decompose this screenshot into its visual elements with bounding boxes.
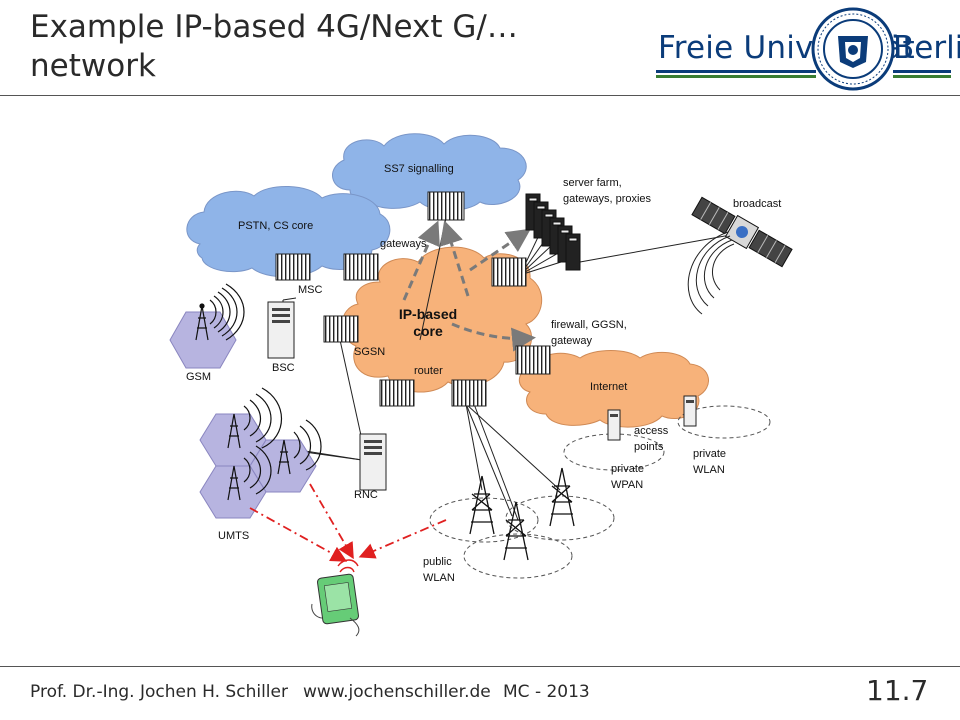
server-farm-icon — [525, 193, 581, 271]
label-private-wlan-2: WLAN — [693, 464, 725, 476]
footer-website: www.jochenschiller.de — [303, 682, 491, 702]
label-pstn: PSTN, CS core — [238, 220, 313, 232]
footer-course: MC - 2013 — [503, 682, 590, 702]
satellite-icon — [691, 196, 793, 268]
broadcast-waves-icon — [687, 231, 735, 315]
ss7-cloud — [332, 133, 527, 211]
label-rnc: RNC — [354, 489, 378, 501]
label-access-2: points — [634, 441, 664, 453]
msc-node — [275, 253, 311, 281]
label-router: router — [414, 365, 443, 377]
label-access-1: access — [634, 425, 669, 437]
label-broadcast: broadcast — [733, 198, 781, 210]
university-logo — [656, 7, 951, 91]
label-public-wlan-1: public — [423, 556, 452, 568]
slide-title-line1: Example IP-based 4G/Next G/… — [30, 9, 518, 45]
public-wlan-tower-icons — [469, 467, 575, 561]
mobile-handset-icon — [311, 559, 360, 637]
router-right — [451, 379, 487, 407]
header-divider — [0, 95, 960, 96]
label-ip-core-1: IP-based — [399, 306, 457, 322]
label-sgsn: SGSN — [354, 346, 385, 358]
label-server-farm-2: gateways, proxies — [563, 193, 652, 205]
bsc-server-icon — [267, 301, 295, 359]
label-gsm: GSM — [186, 371, 211, 383]
university-city: Berlin — [893, 30, 960, 66]
label-server-farm-1: server farm, — [563, 177, 622, 189]
label-ss7: SS7 signalling — [384, 163, 454, 175]
gsm-cell — [169, 311, 237, 369]
ss7-gateway — [427, 191, 465, 221]
wlan-coverage — [429, 405, 771, 579]
logo-rules — [656, 70, 951, 78]
gateway-nodes — [275, 191, 551, 407]
label-firewall-2: gateway — [551, 335, 592, 347]
gsm-tower-icon — [195, 283, 245, 341]
label-public-wlan-2: WLAN — [423, 572, 455, 584]
label-private-wlan-1: private — [693, 448, 726, 460]
umts-tower-icons — [227, 387, 322, 501]
internet-cloud — [519, 350, 709, 428]
firewall-ggsn-node — [515, 345, 551, 375]
umts-cells — [199, 413, 317, 519]
server-farm-gateway — [491, 257, 527, 287]
sgsn-node — [323, 315, 359, 343]
page-number: 11.7 — [866, 674, 929, 707]
slide-title-line2: network — [30, 48, 156, 84]
label-firewall-1: firewall, GGSN, — [551, 319, 627, 331]
handover-paths — [249, 483, 447, 562]
label-internet: Internet — [590, 381, 627, 393]
routing-arrows — [402, 220, 536, 352]
label-ip-core-2: core — [413, 323, 443, 339]
footer-author: Prof. Dr.-Ing. Jochen H. Schiller — [30, 682, 288, 702]
university-seal-icon — [811, 7, 895, 91]
label-bsc: BSC — [272, 362, 295, 374]
router-left — [379, 379, 415, 407]
label-msc: MSC — [298, 284, 323, 296]
label-private-wpan-1: private — [611, 463, 644, 475]
gateway-node — [343, 253, 379, 281]
label-gateways: gateways — [380, 238, 427, 250]
label-umts: UMTS — [218, 530, 249, 542]
label-private-wpan-2: WPAN — [611, 479, 643, 491]
pstn-cloud — [186, 185, 391, 278]
rnc-server-icon — [359, 433, 387, 491]
access-point-icons — [607, 395, 697, 441]
slide-title: Example IP-based 4G/Next G/… network — [30, 8, 630, 86]
footer-divider — [0, 666, 960, 667]
